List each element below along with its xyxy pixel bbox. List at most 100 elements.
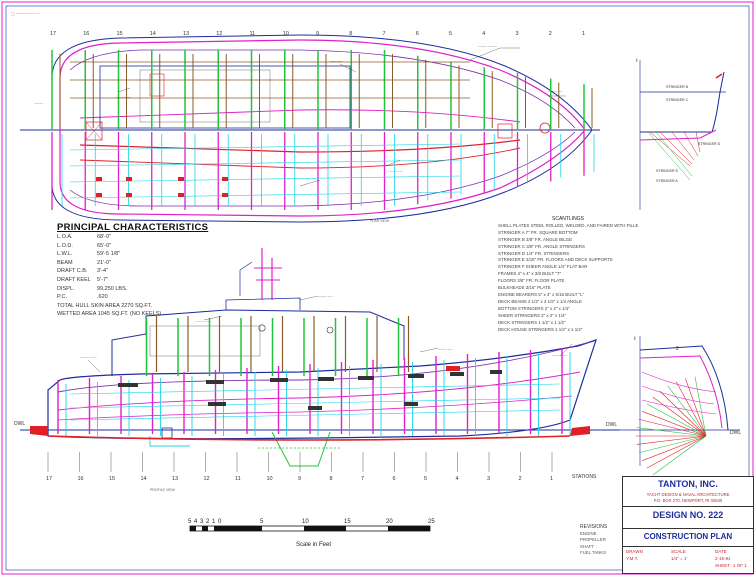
firm-subtitle-1: YACHT DESIGN & NAVAL ARCHITECTURE — [646, 492, 730, 497]
stations-label: STATIONS — [572, 474, 597, 480]
section-radial-line — [636, 427, 707, 437]
sheet-label: SHEET — [715, 563, 731, 568]
characteristic-key: DISPL. — [57, 285, 75, 292]
svg-text:────: ──── — [33, 101, 44, 105]
scale-block — [214, 526, 220, 531]
section-view-upper: STRINGER B STRINGER C STRINGER D STRINGE… — [636, 58, 726, 210]
dwl-label-section: DWL — [606, 422, 617, 428]
plan-station-label: 1 — [582, 31, 585, 37]
profile-station-label: 10 — [267, 476, 273, 482]
profile-station-label: 7 — [361, 476, 364, 482]
characteristic-row: L.O.D.65'-0" — [57, 242, 247, 251]
profile-station-label: 8 — [330, 476, 333, 482]
profile-station-label: 16 — [78, 476, 84, 482]
plan-station-label: 13 — [183, 31, 189, 37]
title-block: TANTON, INC. YACHT DESIGN & NAVAL ARCHIT… — [622, 476, 754, 574]
section-radial-line — [675, 381, 707, 437]
section-radial-line — [636, 435, 707, 445]
scale-value: 1/4" = 1' — [671, 556, 688, 561]
svg-text:──── ────: ──── ──── — [477, 44, 498, 48]
scantling-row: ENGINE BEARERS 5" x 4" x 5/16 BUILT "L" — [498, 291, 585, 297]
sheet-value: 1 OF 1 — [733, 563, 747, 568]
characteristic-value: 21'-0" — [97, 259, 112, 266]
plan-longitudinal-cyan — [69, 143, 461, 151]
plan-station-label: 11 — [250, 31, 256, 37]
characteristic-row: DISPL. 99,250 LBS. — [57, 285, 247, 294]
section-radial-line — [652, 435, 707, 476]
date-value: 2-15-91 — [715, 556, 731, 561]
date-label: DATE — [715, 549, 727, 554]
characteristic-key: DRAFT KEEL — [57, 276, 91, 283]
scale-block — [388, 526, 430, 531]
plan-station-label: 5 — [449, 31, 452, 37]
plan-view-caption: PLAN VIEW — [370, 219, 390, 223]
scantlings-title: SCANTLINGS — [552, 216, 584, 222]
scantling-row: BULKHEADS 3/16" PLATE — [498, 285, 551, 291]
characteristic-row: TOTAL HULL SKIN AREA 2270 SQ.FT. — [57, 302, 247, 311]
scantling-row: DECK BEAMS 2 1/2" x 2 1/2" x 1/4 ANGLE — [498, 298, 582, 304]
svg-text:──── ──: ──── ── — [387, 169, 403, 173]
plan-station-label: 4 — [482, 31, 485, 37]
characteristic-key: L.O.D. — [57, 242, 73, 249]
plan-station-label: 7 — [383, 31, 386, 37]
drawn-label: DRAWN — [626, 549, 643, 554]
plan-station-label: 8 — [349, 31, 352, 37]
revision-row: PROPELLER — [580, 537, 606, 542]
revision-row: SHAFT — [580, 543, 595, 549]
scale-label: SCALE — [671, 549, 686, 554]
section-radial-line — [667, 385, 707, 437]
section-radial-line — [646, 403, 707, 437]
characteristic-value: 99,250 LBS. — [97, 285, 128, 292]
plan-station-label: 6 — [416, 31, 419, 37]
characteristic-row: P.C..620 — [57, 293, 247, 302]
profile-station-label: 6 — [393, 476, 396, 482]
characteristic-row: DRAFT C.B. 3'-4" — [57, 267, 247, 276]
scale-block — [220, 526, 262, 531]
svg-text:──── ──: ──── ── — [437, 347, 453, 351]
characteristic-value: 5'-7" — [97, 276, 108, 283]
characteristic-key: DRAFT C.B. — [57, 268, 88, 275]
scantling-row: SHELL PLATES STEEL ROLLED, WELDED, AND F… — [498, 222, 638, 228]
drawn-value: Y.M.T. — [626, 556, 639, 561]
section-view-lower: DWL DWL ℓ 2 — [604, 336, 741, 476]
section-radial-line — [638, 418, 707, 437]
section-radial-line — [685, 378, 707, 437]
plan-longitudinal-cyan — [69, 191, 461, 199]
scantling-row: STRINGER F SHEER ANGLE 1/4" FLAT BAR — [498, 264, 588, 270]
scantling-row: STRINGER C 3/8" FR. ANGLE STRINGERS — [498, 243, 585, 249]
profile-station-label: 12 — [204, 476, 210, 482]
characteristic-key: P.C. — [57, 294, 67, 301]
scantling-row: BOTTOM STRINGERS 2" x 2" x 1/4" — [498, 305, 570, 311]
plan-station-label: 2 — [549, 31, 552, 37]
characteristic-key: L.W.L. — [57, 251, 73, 258]
characteristic-value: 3'-4" — [97, 268, 108, 275]
plan-station-label: 9 — [316, 31, 319, 37]
characteristic-row: DRAFT KEEL 5'-7" — [57, 276, 247, 285]
plan-longitudinal-cyan — [69, 175, 461, 183]
plan-station-label: 3 — [516, 31, 519, 37]
characteristic-value: WETTED AREA 1045 SQ.FT. (NO KEELS) — [57, 311, 162, 318]
svg-text:─── ──: ─── ── — [329, 59, 343, 63]
characteristic-value: 68'-0" — [97, 234, 112, 240]
scale-label: 15 — [344, 519, 351, 525]
profile-station-label: 13 — [172, 476, 178, 482]
stringer-label-b: STRINGER B — [666, 85, 689, 89]
svg-text:──── ───: ──── ─── — [79, 355, 97, 359]
section-radial-line — [642, 411, 707, 437]
section-radial-line — [642, 435, 707, 461]
scantling-row: FRAMES 4" x 4" x 3/8 BUILT "T" — [498, 271, 562, 277]
scale-label: 0 — [218, 519, 222, 525]
svg-text:──── ──: ──── ── — [195, 319, 211, 323]
revision-row: ENGINE — [580, 530, 597, 536]
design-number: DESIGN NO. 222 — [652, 510, 724, 520]
profile-station-label: 1 — [550, 476, 553, 482]
profile-longitudinal — [69, 409, 561, 421]
revisions-title: REVISIONS — [580, 524, 608, 530]
dwl-label-section-right: DWL — [730, 430, 741, 436]
scale-block — [304, 526, 346, 531]
firm-subtitle-2: P.O. BOX 270, NEWPORT, RI 02840 — [653, 498, 723, 503]
